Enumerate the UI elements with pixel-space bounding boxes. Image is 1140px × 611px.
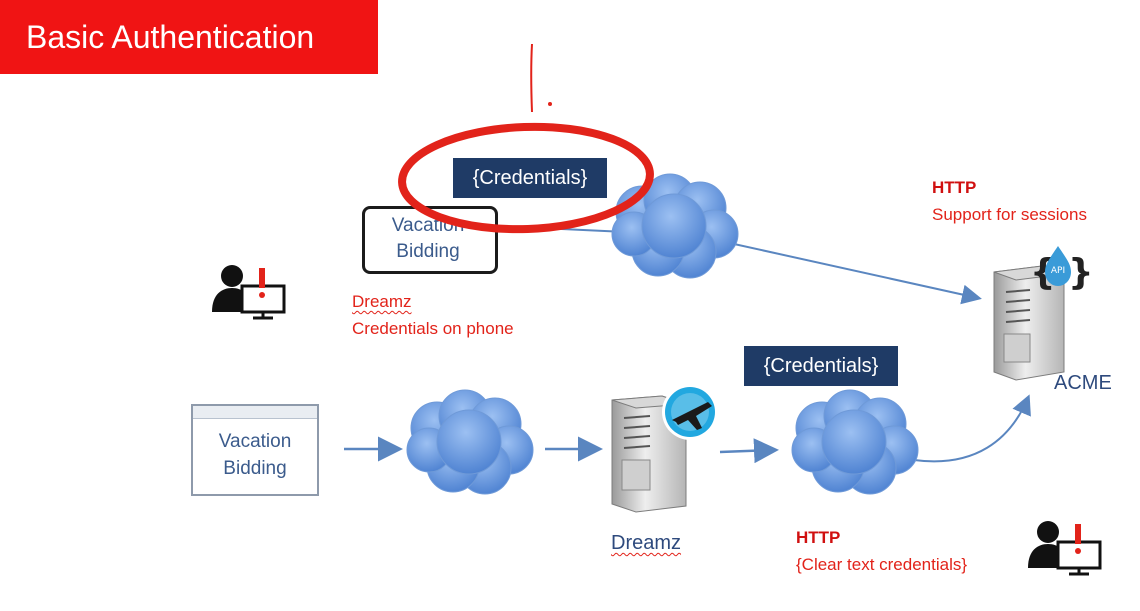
phone-label-line1: Vacation: [391, 215, 465, 236]
phone-to-cloud-line: [497, 225, 627, 233]
attacker-icon-top: [212, 265, 286, 320]
cloud-to-acme-curve-arrow: [913, 394, 1031, 463]
internet-cloud-bottom-left: [406, 389, 534, 495]
phone-app-label: Vacation Bidding: [372, 213, 484, 265]
credentials-badge-top: {Credentials}: [453, 158, 607, 198]
acme-server-icon: [993, 265, 1065, 381]
browser-label-line1: Vacation: [218, 431, 292, 452]
handwritten-dot: [548, 102, 552, 106]
attacker-icon-bottom: [1028, 521, 1102, 576]
browser-label-line2: Bidding: [223, 458, 287, 479]
phone-label-line2: Bidding: [396, 241, 460, 262]
cloud-to-acme-arrow: [724, 241, 982, 305]
http-text-top: Support for sessions: [932, 205, 1087, 224]
internet-cloud-top: [611, 173, 739, 279]
browser-window: [191, 404, 319, 496]
credentials-badge-bottom: {Credentials}: [744, 346, 898, 386]
http-note-bottom: HTTP {Clear text credentials}: [796, 524, 967, 578]
http-heading-bottom: HTTP: [796, 528, 841, 547]
page-title: Basic Authentication: [26, 18, 315, 55]
browser-toolbar: [193, 406, 317, 419]
title-banner: Basic Authentication: [0, 0, 378, 74]
phone-caption-line1: Dreamz: [352, 292, 412, 311]
airplane-icon: [662, 384, 718, 440]
handwritten-stroke: [530, 43, 533, 113]
acme-label: ACME: [1054, 372, 1112, 394]
dreamz-to-cloud-arrow: [719, 438, 779, 464]
http-note-top: HTTP Support for sessions: [932, 174, 1087, 228]
http-heading-top: HTTP: [932, 178, 977, 197]
phone-caption-line2: Credentials on phone: [352, 319, 514, 338]
dreamz-label: Dreamz: [611, 532, 682, 554]
http-text-bottom: {Clear text credentials}: [796, 555, 968, 574]
api-badge-label: API: [1050, 266, 1066, 276]
api-badge-icon: { }: [1030, 246, 1094, 293]
internet-cloud-bottom-right: [791, 389, 919, 495]
browser-app-label: Vacation Bidding: [193, 428, 317, 482]
phone-caption: Dreamz Credentials on phone: [352, 288, 514, 342]
svg-text:}: }: [1068, 252, 1094, 293]
